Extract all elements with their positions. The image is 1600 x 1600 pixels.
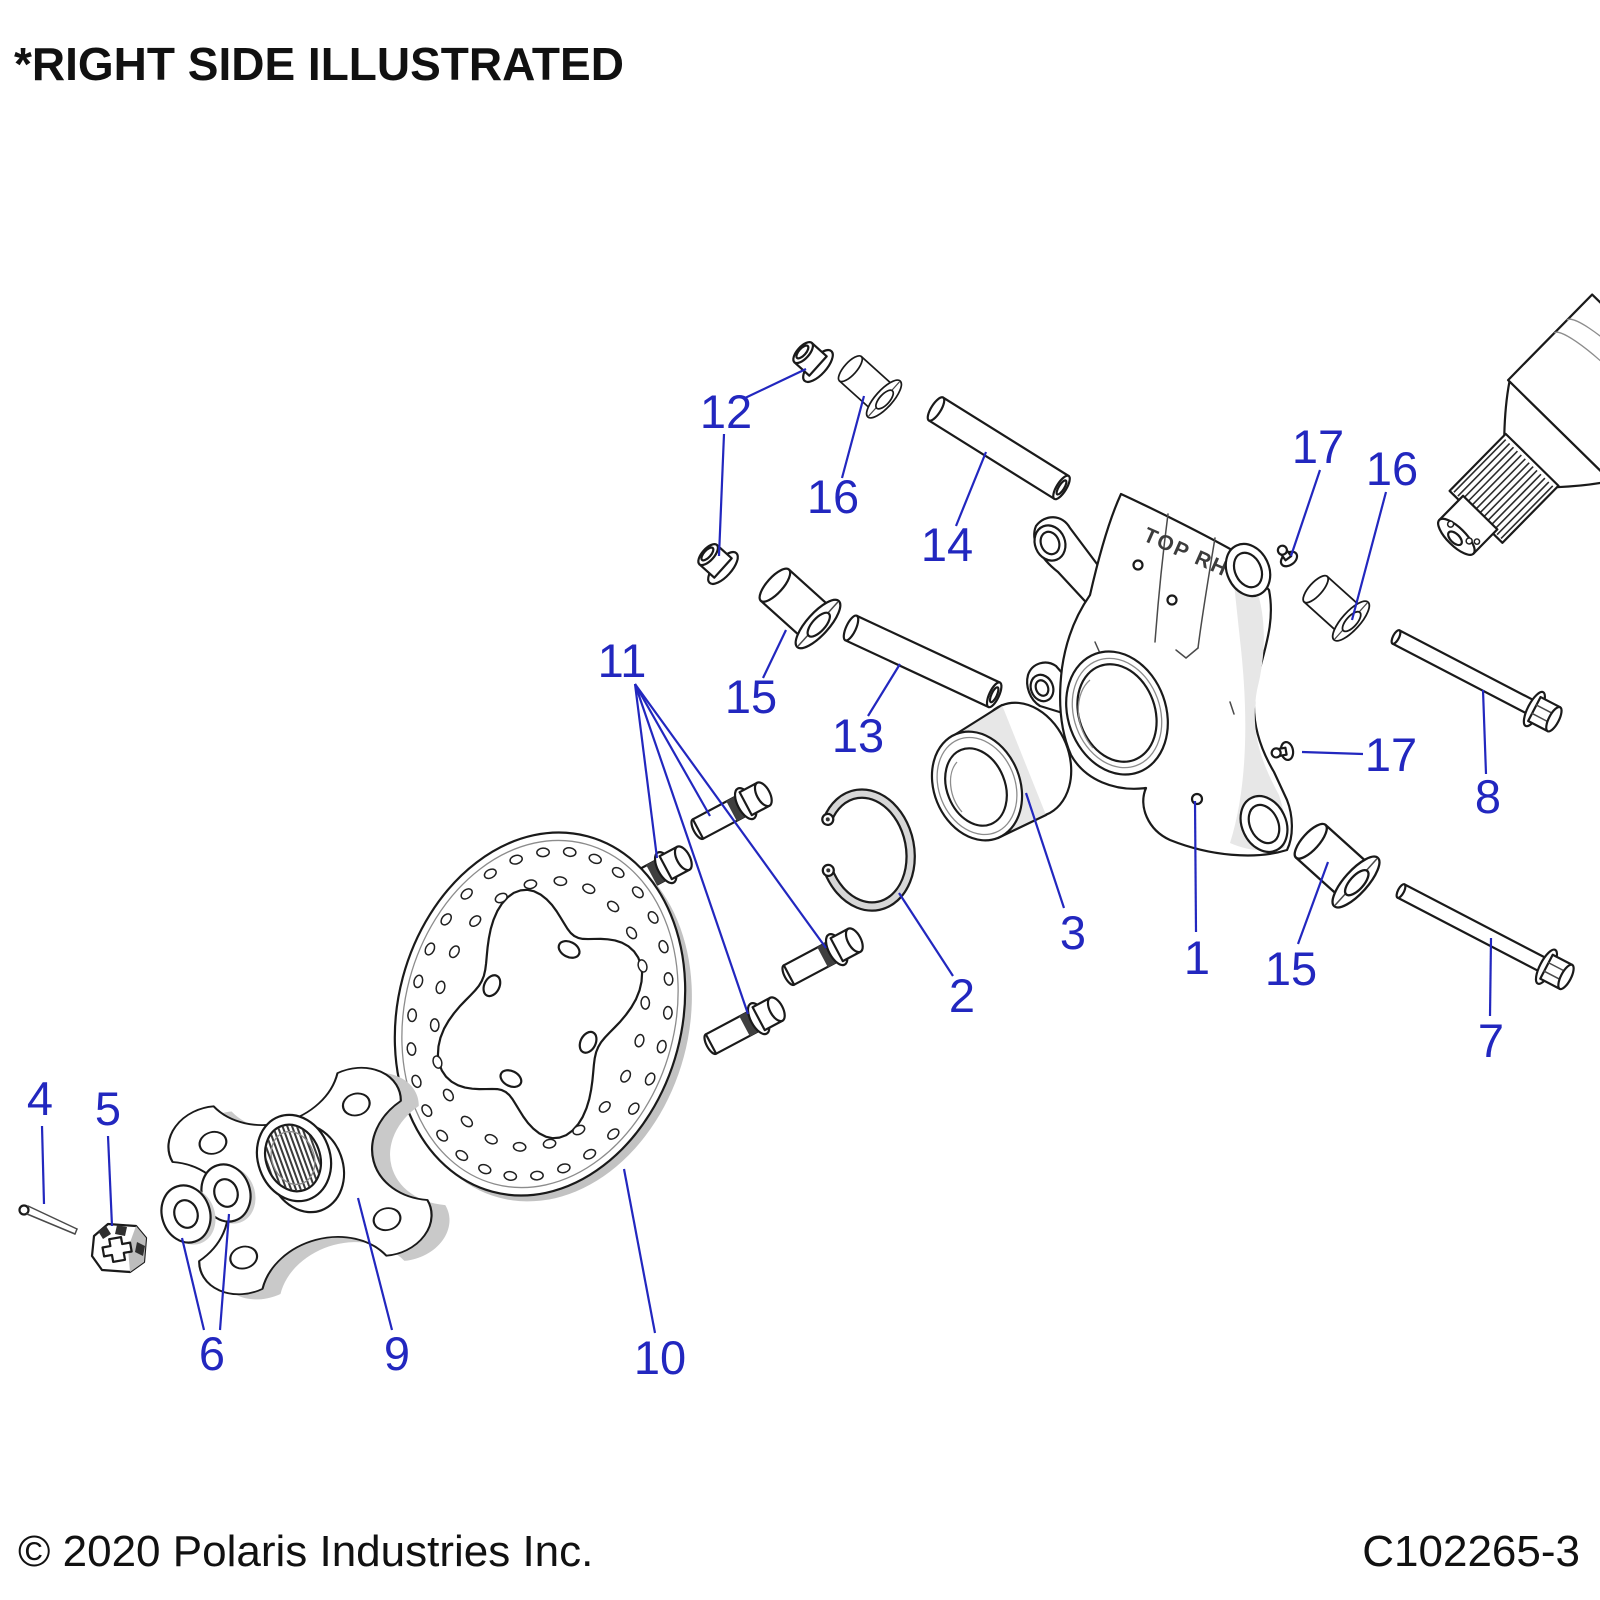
pivot-bushing — [1293, 822, 1381, 909]
callout-label-13: 13 — [832, 709, 884, 762]
pivot-bushing — [837, 355, 903, 419]
callout-label-17: 17 — [1292, 420, 1344, 473]
callout-label-8: 8 — [1475, 770, 1501, 823]
callout-6: 6 — [180, 1213, 231, 1380]
callout-label-12: 12 — [700, 385, 752, 438]
pivot-bushings — [758, 355, 1381, 909]
castle-nut-slots — [101, 1236, 133, 1263]
callout-12: 12 — [700, 368, 807, 557]
hub-lug-hole — [229, 1245, 259, 1270]
callout-14: 14 — [921, 451, 988, 571]
callout-label-11: 11 — [598, 634, 647, 687]
callout-label-9: 9 — [384, 1327, 410, 1380]
diagram-code: C102265-3 — [1362, 1527, 1580, 1576]
callout-label-16b: 16 — [1366, 442, 1418, 495]
hub-lug-hole — [341, 1092, 371, 1117]
spacer-tubes — [842, 396, 1071, 709]
callout-label-14: 14 — [921, 518, 973, 571]
wheel-hub — [167, 1066, 450, 1300]
callout-16-right: 16 — [1350, 442, 1418, 621]
pivot-bushing — [758, 567, 842, 650]
pivot-cap — [792, 341, 834, 384]
callout-17-mid: 17 — [1301, 728, 1417, 781]
callout-5: 5 — [95, 1082, 121, 1227]
grease-port — [1190, 792, 1204, 806]
callout-label-3: 3 — [1060, 906, 1086, 959]
callout-13: 13 — [832, 663, 901, 762]
callout-10: 10 — [622, 1168, 686, 1384]
disc-cooling-holes — [406, 847, 674, 1181]
wheel-stud — [781, 927, 864, 987]
pivot-bushing — [1302, 574, 1371, 642]
drive-axle-shaft — [1437, 293, 1600, 556]
knuckle-boss — [1166, 594, 1178, 606]
pivot-bolt — [1390, 629, 1563, 733]
copyright-text: © 2020 Polaris Industries Inc. — [18, 1527, 593, 1576]
knuckle-boss — [1132, 559, 1144, 571]
callout-label-15: 15 — [725, 670, 777, 723]
callout-15-right: 15 — [1265, 861, 1330, 995]
callout-label-4: 4 — [27, 1072, 53, 1125]
wheel-stud — [703, 996, 786, 1056]
callout-label-16: 16 — [807, 470, 859, 523]
pivot-bolt — [1395, 883, 1575, 991]
callout-label-1: 1 — [1184, 931, 1210, 984]
callout-label-5: 5 — [95, 1082, 121, 1135]
pivot-cap — [697, 543, 739, 586]
hub-lug-hole — [372, 1207, 402, 1232]
spacer-tube — [842, 614, 1003, 709]
spacer-tube — [926, 396, 1071, 501]
callout-1: 1 — [1184, 800, 1210, 984]
grease-fittings — [1270, 544, 1299, 762]
callout-7: 7 — [1478, 937, 1504, 1067]
callout-label-15b: 15 — [1265, 942, 1317, 995]
pivot-caps — [697, 341, 834, 586]
callout-label-7: 7 — [1478, 1014, 1504, 1067]
washers — [160, 1163, 256, 1245]
callout-label-10: 10 — [634, 1331, 686, 1384]
callout-8: 8 — [1475, 689, 1501, 823]
axle-center-hole — [1447, 530, 1463, 547]
callout-16-topleft: 16 — [807, 395, 866, 523]
callout-11: 11 — [598, 634, 827, 1015]
axle-splines — [1451, 438, 1554, 542]
cv-boot-ridge — [1566, 318, 1600, 423]
cv-boot-ridge — [1553, 331, 1600, 436]
page-title: *RIGHT SIDE ILLUSTRATED — [14, 38, 624, 90]
callout-layer: 12 16 14 15 13 11 2 — [27, 368, 1504, 1384]
callout-9: 9 — [356, 1197, 410, 1380]
pivot-bolts — [1390, 629, 1575, 991]
wheel-bearing — [930, 701, 1073, 842]
callout-label-17b: 17 — [1365, 728, 1417, 781]
callout-label-6: 6 — [199, 1327, 225, 1380]
disc-center-cutout — [436, 888, 644, 1140]
callout-label-2: 2 — [949, 969, 975, 1022]
callout-15-left: 15 — [725, 629, 787, 723]
callout-2: 2 — [898, 892, 975, 1022]
callout-4: 4 — [27, 1072, 53, 1205]
cotter-pin — [18, 1204, 78, 1235]
grease-fitting — [1276, 544, 1299, 568]
callout-17-top: 17 — [1289, 420, 1344, 557]
snap-ring — [821, 788, 916, 912]
grease-fitting — [1270, 740, 1295, 762]
wheel-stud — [690, 781, 773, 841]
knuckle-bearing-carrier: TOP RH — [1026, 492, 1293, 857]
hub-lug-hole — [198, 1130, 228, 1155]
castle-nut — [90, 1222, 148, 1274]
brake-disc — [393, 831, 692, 1202]
callout-3: 3 — [1024, 792, 1086, 959]
